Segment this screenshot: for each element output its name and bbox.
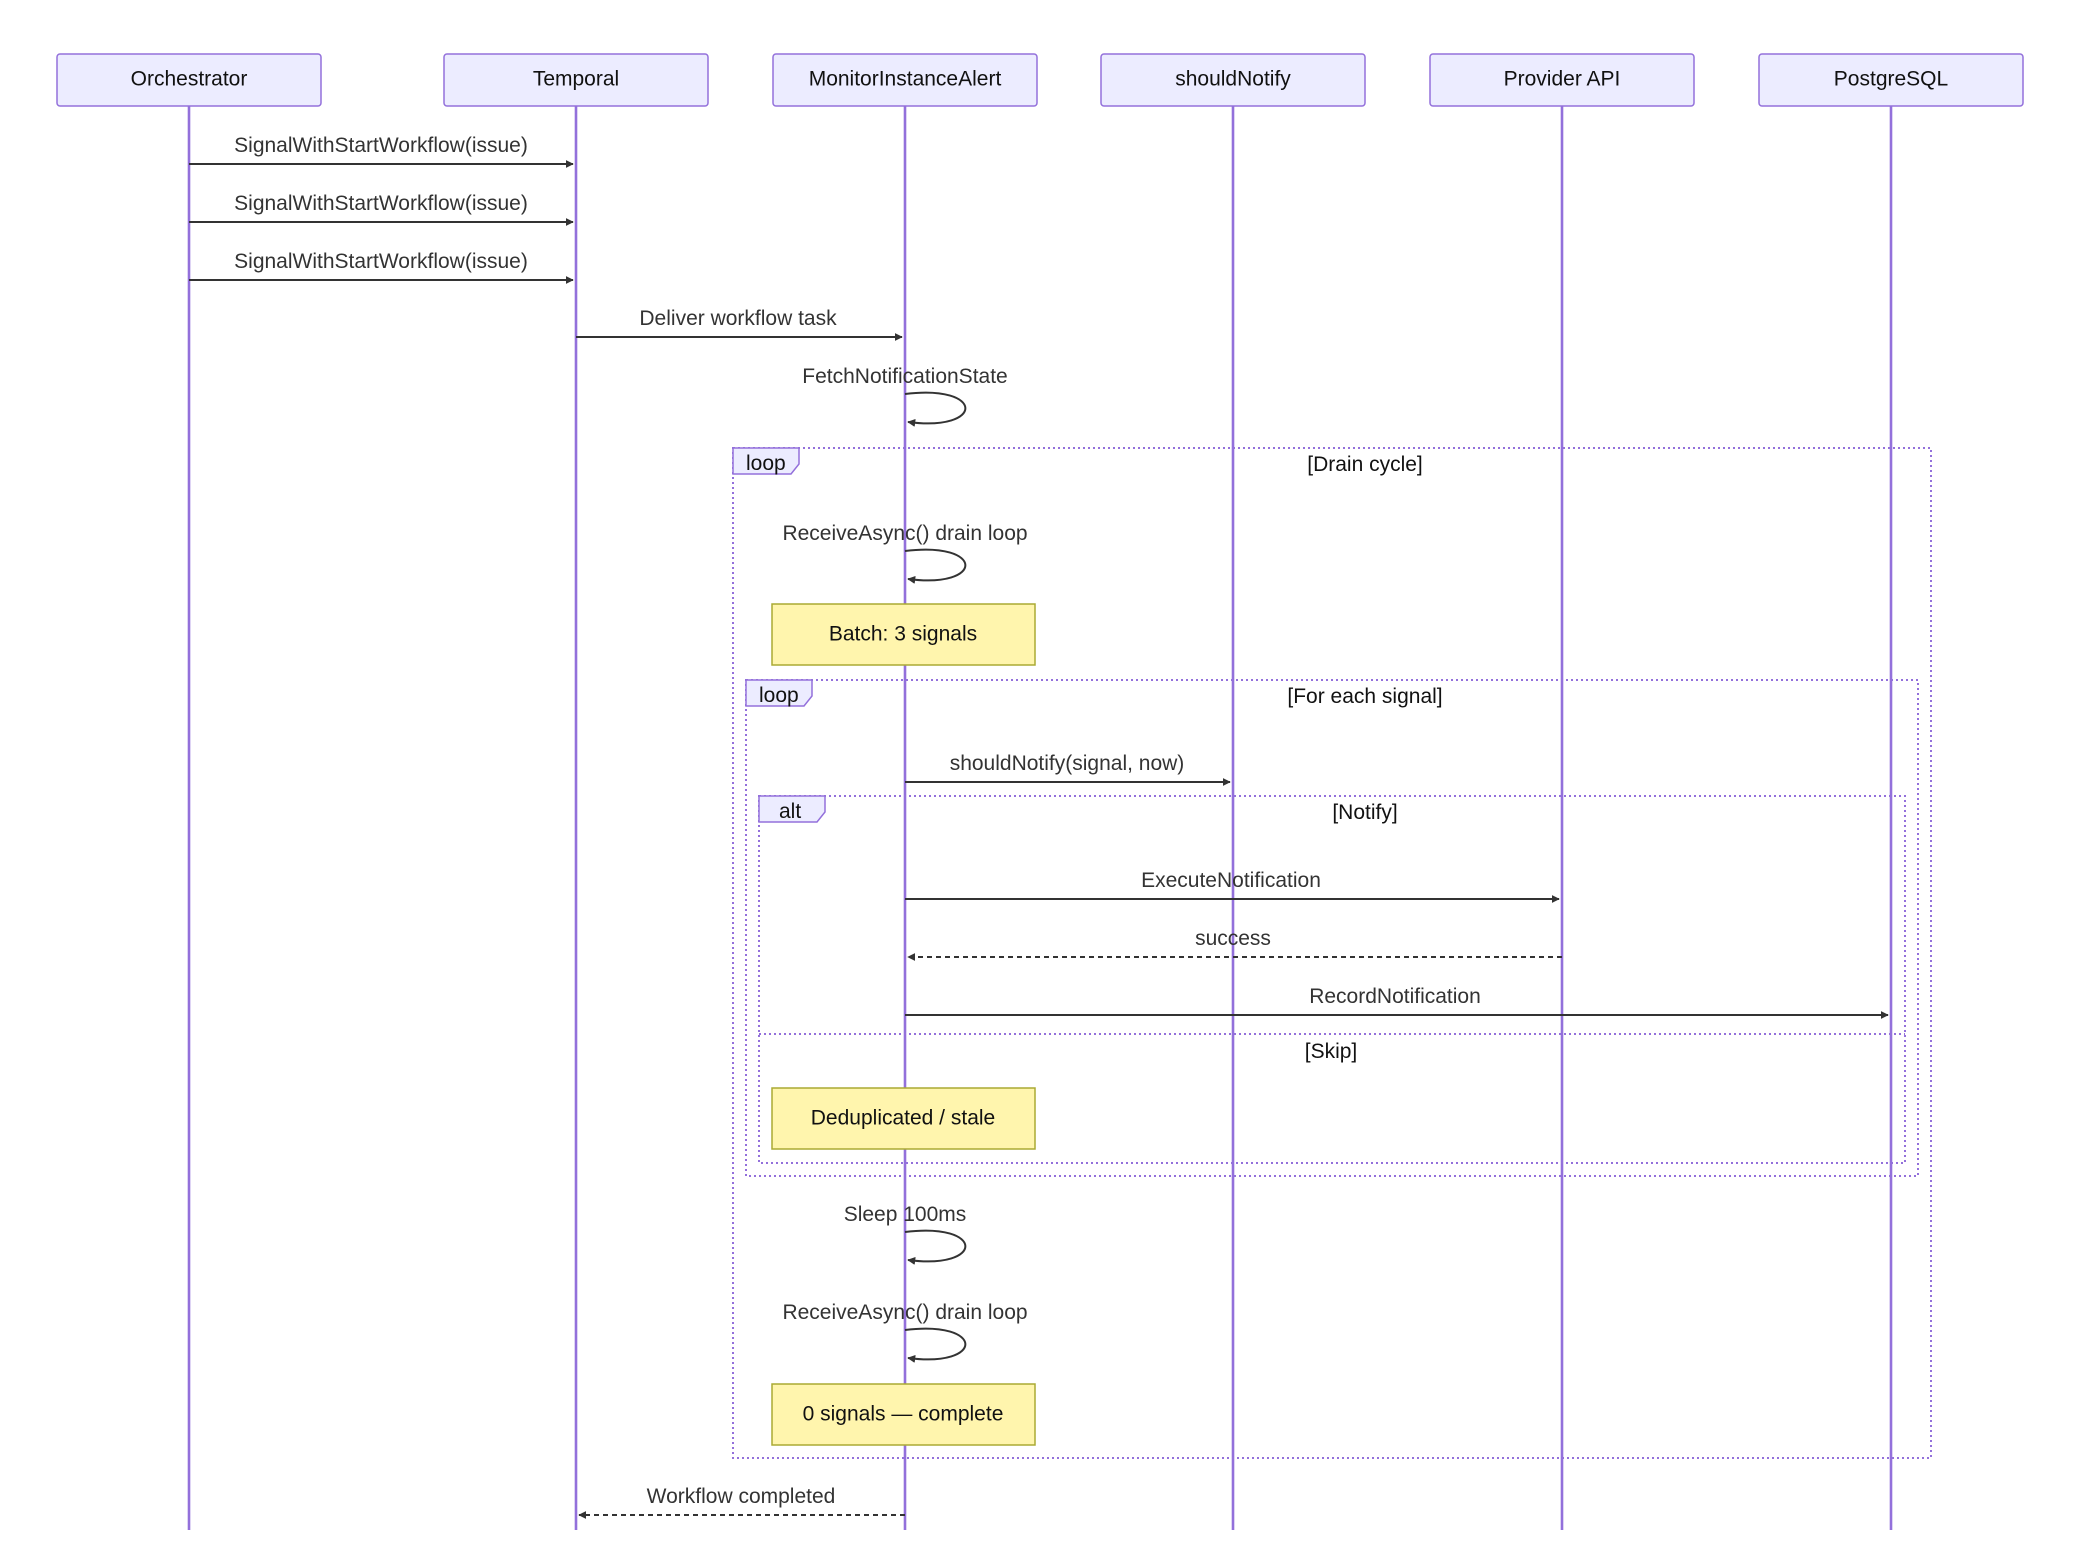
participant-label: shouldNotify xyxy=(1175,68,1291,91)
message-label: SignalWithStartWorkflow(issue) xyxy=(234,250,528,273)
frame-border xyxy=(745,679,1919,1177)
message-label: RecordNotification xyxy=(1309,985,1481,1008)
message-self-arrow xyxy=(904,548,967,584)
message-label: ReceiveAsync() drain loop xyxy=(782,1301,1027,1324)
frame-border xyxy=(732,447,1932,1459)
note-text: Deduplicated / stale xyxy=(811,1107,995,1130)
note-box xyxy=(771,603,1036,666)
message-should-notify: shouldNotify(signal, now) xyxy=(905,752,1231,786)
participant-should-notify: shouldNotify xyxy=(1100,53,1366,107)
message-self-arrow xyxy=(904,1327,967,1363)
frame-condition: [Drain cycle] xyxy=(1307,453,1423,476)
frame-border xyxy=(758,795,1906,1164)
message-success: success xyxy=(907,927,1562,961)
message-label: shouldNotify(signal, now) xyxy=(950,752,1185,775)
message-execute-notification: ExecuteNotification xyxy=(905,869,1560,903)
frame-tab xyxy=(732,447,800,475)
lifelines xyxy=(187,106,1893,1530)
message-record-notification: RecordNotification xyxy=(905,985,1889,1019)
participant-box xyxy=(772,53,1038,107)
note-deduplicated: Deduplicated / stale xyxy=(771,1087,1036,1150)
note-batch: Batch: 3 signals xyxy=(771,603,1036,666)
message-fetch-notification-state: FetchNotificationState xyxy=(802,365,1008,427)
participant-box xyxy=(1429,53,1695,107)
frame-else-condition: [Skip] xyxy=(1305,1040,1358,1063)
frame-kind-label: loop xyxy=(759,684,799,707)
message-self-arrow xyxy=(904,1229,967,1265)
message-signal-with-start-1: SignalWithStartWorkflow(issue) xyxy=(189,134,574,168)
participant-box xyxy=(56,53,322,107)
participant-box xyxy=(1100,53,1366,107)
note-text: Batch: 3 signals xyxy=(829,623,977,646)
message-self-arrow xyxy=(904,391,967,427)
message-receive-async-2: ReceiveAsync() drain loop xyxy=(782,1301,1028,1363)
frame-tab xyxy=(758,795,826,823)
participant-provider-api: Provider API xyxy=(1429,53,1695,107)
participant-box xyxy=(443,53,709,107)
participant-monitor-instance-alert: MonitorInstanceAlert xyxy=(772,53,1038,107)
participant-postgresql: PostgreSQL xyxy=(1758,53,2024,107)
message-label: Sleep 100ms xyxy=(844,1203,967,1226)
frame-loop-for-each-signal: loop [For each signal] xyxy=(745,679,1919,1177)
message-sleep: Sleep 100ms xyxy=(844,1203,967,1265)
note-box xyxy=(771,1383,1036,1446)
message-label: Deliver workflow task xyxy=(639,307,837,330)
participant-label: PostgreSQL xyxy=(1834,68,1948,91)
participant-box xyxy=(1758,53,2024,107)
message-receive-async-1: ReceiveAsync() drain loop xyxy=(782,522,1028,584)
note-box xyxy=(771,1087,1036,1150)
message-label: ReceiveAsync() drain loop xyxy=(782,522,1027,545)
participant-label: Provider API xyxy=(1504,68,1621,91)
message-signal-with-start-2: SignalWithStartWorkflow(issue) xyxy=(189,192,574,226)
frame-kind-label: alt xyxy=(779,800,801,823)
message-label: FetchNotificationState xyxy=(802,365,1007,388)
message-label: ExecuteNotification xyxy=(1141,869,1321,892)
participant-orchestrator: Orchestrator xyxy=(56,53,322,107)
frame-condition: [Notify] xyxy=(1332,801,1397,824)
frame-condition: [For each signal] xyxy=(1287,685,1442,708)
message-deliver-workflow-task: Deliver workflow task xyxy=(576,307,903,341)
note-text: 0 signals — complete xyxy=(803,1403,1004,1426)
participant-label: MonitorInstanceAlert xyxy=(809,68,1002,91)
message-signal-with-start-3: SignalWithStartWorkflow(issue) xyxy=(189,250,574,284)
participant-temporal: Temporal xyxy=(443,53,709,107)
note-complete: 0 signals — complete xyxy=(771,1383,1036,1446)
message-label: SignalWithStartWorkflow(issue) xyxy=(234,134,528,157)
frame-alt-notify: alt [Notify] [Skip] xyxy=(758,795,1906,1164)
participant-label: Orchestrator xyxy=(131,68,248,91)
frame-loop-drain-cycle: loop [Drain cycle] xyxy=(732,447,1932,1459)
frame-tab xyxy=(745,679,813,707)
frame-kind-label: loop xyxy=(746,452,786,475)
message-label: Workflow completed xyxy=(647,1485,836,1508)
message-label: success xyxy=(1195,927,1271,950)
message-workflow-completed: Workflow completed xyxy=(578,1485,905,1519)
message-label: SignalWithStartWorkflow(issue) xyxy=(234,192,528,215)
participant-label: Temporal xyxy=(533,68,619,91)
